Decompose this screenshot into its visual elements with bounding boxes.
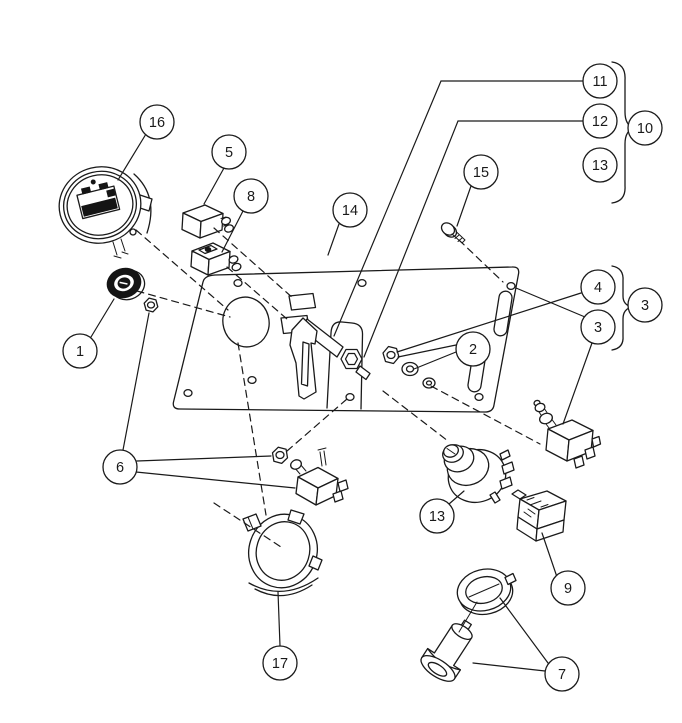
switch-cutout-upper	[288, 292, 317, 311]
callout-1: 1	[62, 333, 98, 369]
callout-14: 14	[332, 192, 368, 228]
socket-receptacle	[420, 619, 473, 682]
panel-mounting-holes	[183, 278, 516, 402]
alignment-line-socket	[458, 601, 478, 633]
socket-bezel-ring	[456, 568, 517, 616]
callout-12: 12	[582, 103, 618, 139]
micro-switch	[290, 447, 349, 506]
plunger-switch	[533, 399, 602, 469]
callout-7: 7	[544, 656, 580, 692]
svg-text:1: 1	[76, 344, 84, 360]
svg-text:17: 17	[272, 656, 288, 672]
assembly-axes	[135, 227, 541, 548]
rocker-switch-plain	[181, 204, 235, 239]
gauge-cutout	[222, 296, 270, 348]
callout-5: 5	[211, 134, 247, 170]
wiring-connector	[511, 489, 567, 542]
washer	[401, 361, 419, 377]
svg-text:8: 8	[247, 189, 255, 205]
svg-text:13: 13	[592, 158, 608, 174]
callout-16: 16	[139, 104, 175, 140]
svg-text:3: 3	[594, 320, 602, 336]
callout-11: 11	[582, 63, 618, 99]
hex-fitting	[340, 348, 363, 370]
svg-text:16: 16	[149, 115, 165, 131]
svg-text:15: 15	[473, 165, 489, 181]
dash-panel-plate	[172, 266, 520, 413]
hex-nut-upper	[143, 297, 159, 313]
mounting-screw	[440, 222, 466, 244]
battery-charge-gauge	[58, 166, 153, 259]
callout-13: 13	[582, 147, 618, 183]
callout-10: 10	[627, 110, 663, 146]
svg-text:11: 11	[592, 74, 607, 90]
callout-3: 3	[627, 287, 663, 323]
hex-nut	[382, 345, 400, 365]
svg-text:3: 3	[641, 298, 649, 314]
svg-text:10: 10	[637, 121, 653, 137]
svg-text:5: 5	[225, 145, 233, 161]
callout-9: 9	[550, 570, 586, 606]
svg-text:6: 6	[116, 460, 124, 476]
callout-3: 3	[580, 309, 616, 345]
callout-8: 8	[233, 178, 269, 214]
svg-text:9: 9	[564, 581, 572, 597]
rocker-switch-icon	[190, 242, 242, 276]
lever-bracket-assembly	[289, 317, 371, 400]
steering-column-notch	[326, 321, 364, 410]
svg-text:14: 14	[342, 203, 358, 219]
callout-13: 13	[419, 498, 455, 534]
hex-nut-lower	[271, 446, 289, 465]
rubber-knob	[106, 267, 146, 301]
key-switch	[442, 444, 515, 504]
callout-15: 15	[463, 154, 499, 190]
leader-lines	[90, 80, 593, 672]
callout-6: 6	[102, 449, 138, 485]
callout-4: 4	[580, 269, 616, 305]
battery-icon	[76, 179, 121, 220]
switch-glyph	[204, 247, 212, 252]
svg-text:4: 4	[594, 280, 602, 296]
svg-text:13: 13	[429, 509, 445, 525]
small-washer	[422, 377, 436, 389]
svg-text:12: 12	[592, 114, 608, 130]
svg-text:7: 7	[558, 667, 566, 683]
callout-2: 2	[455, 331, 491, 367]
callout-17: 17	[262, 645, 298, 681]
mounting-hardware-washers	[382, 345, 436, 389]
panel-slot-upper	[493, 290, 513, 337]
svg-text:2: 2	[469, 342, 477, 358]
retainer-ring	[242, 509, 323, 597]
